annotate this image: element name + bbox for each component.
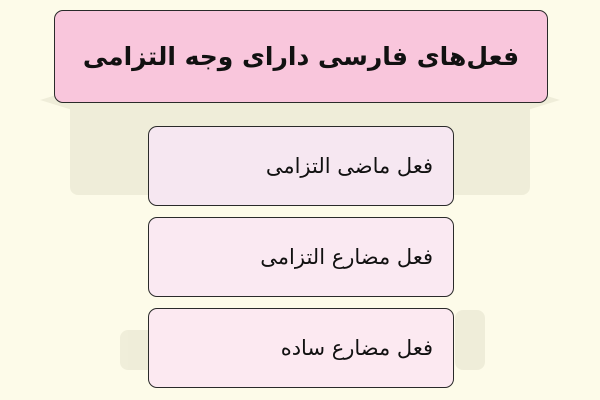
- item-box-present-subjunctive: فعل مضارع التزامی: [148, 217, 454, 297]
- title-box: فعل‌های فارسی دارای وجه التزامی: [54, 10, 548, 103]
- item-label: فعل ماضی التزامی: [265, 154, 433, 178]
- item-box-simple-present: فعل مضارع ساده: [148, 308, 454, 388]
- item-label: فعل مضارع ساده: [280, 336, 433, 360]
- item-label: فعل مضارع التزامی: [260, 245, 433, 269]
- title-text: فعل‌های فارسی دارای وجه التزامی: [82, 42, 520, 71]
- item-box-past-subjunctive: فعل ماضی التزامی: [148, 126, 454, 206]
